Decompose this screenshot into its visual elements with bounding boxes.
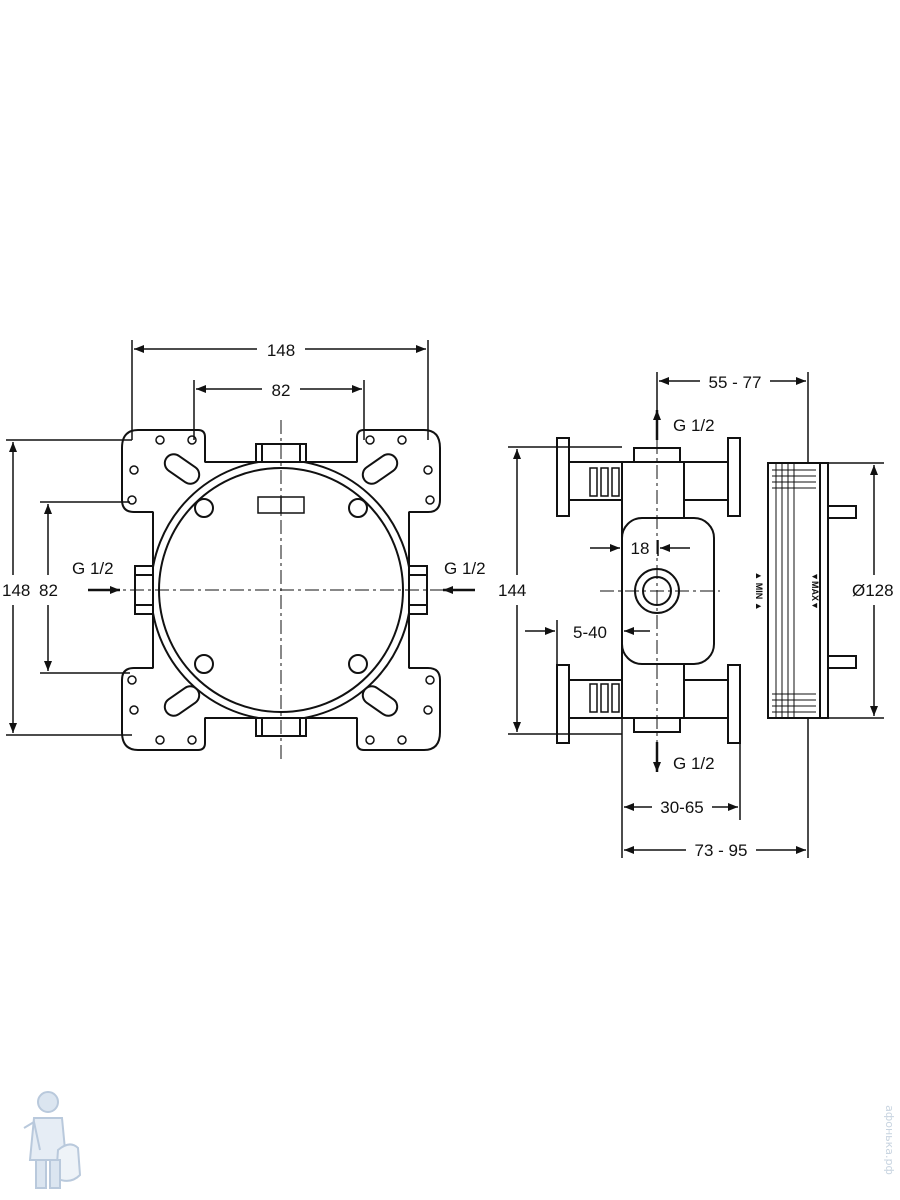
plumber-logo bbox=[23, 1091, 82, 1189]
front-dimensions bbox=[6, 340, 475, 736]
bracket-top-left bbox=[121, 429, 206, 513]
label-outlet-bottom: G 1/2 bbox=[673, 754, 715, 773]
label-18: 18 bbox=[631, 539, 650, 558]
front-view bbox=[105, 420, 460, 760]
label-outlet-top: G 1/2 bbox=[673, 416, 715, 435]
label-d128: Ø128 bbox=[852, 581, 894, 600]
label-148-top: 148 bbox=[267, 341, 295, 360]
label-max: ▼MAX▼ bbox=[810, 572, 820, 610]
label-82-left: 82 bbox=[39, 581, 58, 600]
bracket-bottom-left bbox=[121, 667, 206, 751]
label-144: 144 bbox=[498, 581, 526, 600]
bracket-top-right bbox=[356, 429, 441, 513]
label-min: ▲ MIN ▲ bbox=[754, 571, 764, 610]
watermark-site: афонька.рф bbox=[883, 1105, 896, 1175]
label-inlet-right: G 1/2 bbox=[444, 559, 486, 578]
side-dimensions bbox=[508, 372, 884, 858]
label-30-65: 30-65 bbox=[660, 798, 703, 817]
label-55-77: 55 - 77 bbox=[709, 373, 762, 392]
label-73-95: 73 - 95 bbox=[695, 841, 748, 860]
label-inlet-left: G 1/2 bbox=[72, 559, 114, 578]
label-148-left: 148 bbox=[2, 581, 30, 600]
label-82-top: 82 bbox=[272, 381, 291, 400]
label-5-40: 5-40 bbox=[573, 623, 607, 642]
bracket-bottom-right bbox=[356, 667, 441, 751]
side-view bbox=[556, 437, 857, 744]
